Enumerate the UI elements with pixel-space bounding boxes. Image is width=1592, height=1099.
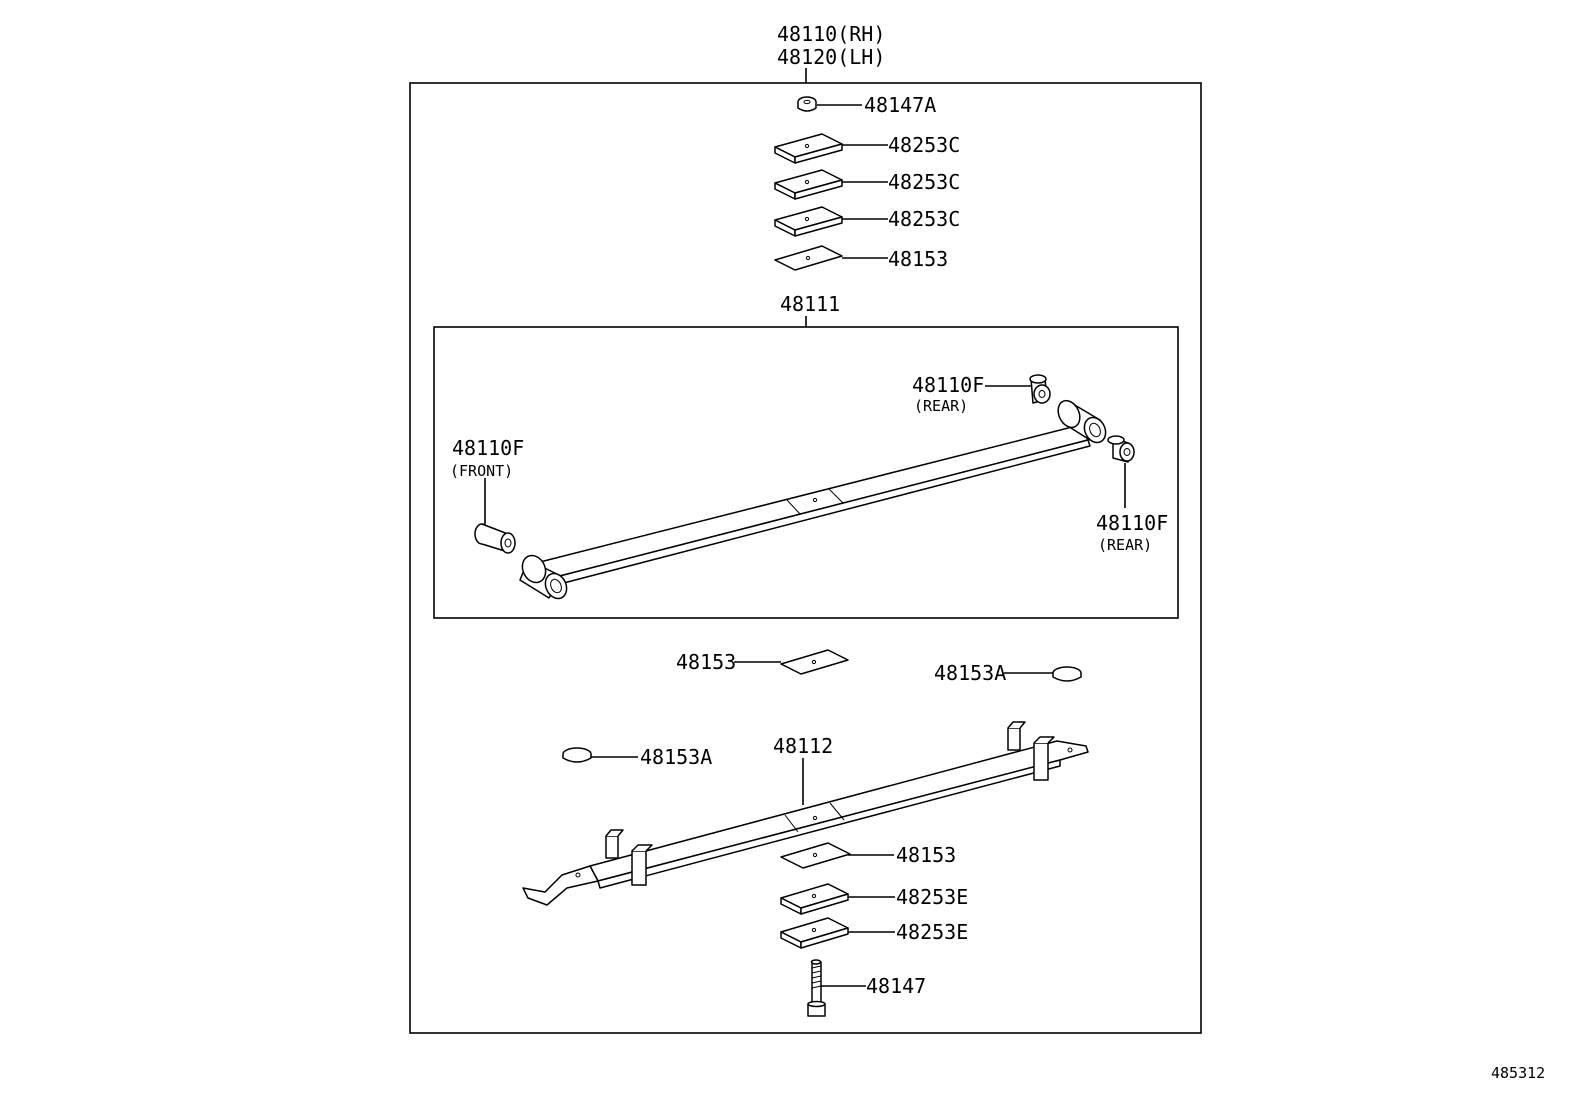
leaf-spring-2-icon bbox=[522, 721, 1089, 906]
insulator-label-middle[interactable]: 48153 bbox=[676, 650, 736, 674]
spacer-plate-icon bbox=[780, 883, 849, 915]
insulator-plate-icon bbox=[780, 842, 851, 869]
pad-right-label[interactable]: 48153A bbox=[934, 661, 1006, 685]
nut-label[interactable]: 48147A bbox=[864, 93, 936, 117]
pad-left-icon bbox=[562, 747, 592, 763]
insulator-plate-icon bbox=[780, 649, 849, 675]
insulator-label-lower[interactable]: 48153 bbox=[896, 843, 956, 867]
center-bolt-icon bbox=[807, 959, 826, 1017]
spacer-label-4[interactable]: 48253E bbox=[896, 885, 968, 909]
assembly-label-rh[interactable]: 48110(RH) bbox=[777, 22, 885, 46]
bushing-rear-top-label[interactable]: 48110F bbox=[912, 373, 984, 397]
spacer-label-1[interactable]: 48253C bbox=[888, 133, 960, 157]
nut-icon bbox=[797, 96, 817, 112]
pad-right-icon bbox=[1052, 666, 1082, 682]
bushing-front-note: (FRONT) bbox=[450, 462, 513, 480]
bushing-rear-bottom-icon bbox=[1107, 435, 1135, 463]
bushing-rear-bottom-label[interactable]: 48110F bbox=[1096, 511, 1168, 535]
leaf-spring-1-icon bbox=[519, 399, 1107, 600]
insulator-plate-icon bbox=[774, 245, 843, 271]
spacer-plate-icon bbox=[774, 169, 843, 200]
bushing-rear-top-icon bbox=[1029, 374, 1051, 404]
insulator-label-upper[interactable]: 48153 bbox=[888, 247, 948, 271]
spacer-label-2[interactable]: 48253C bbox=[888, 170, 960, 194]
spacer-plate-icon bbox=[774, 206, 843, 237]
spacer-label-3[interactable]: 48253C bbox=[888, 207, 960, 231]
spacer-plate-icon bbox=[774, 133, 843, 164]
pad-left-label[interactable]: 48153A bbox=[640, 745, 712, 769]
figure-code: 485312 bbox=[1491, 1064, 1545, 1082]
bushing-rear-top-note: (REAR) bbox=[914, 397, 968, 415]
leaf-2-label[interactable]: 48112 bbox=[773, 734, 833, 758]
spacer-label-5[interactable]: 48253E bbox=[896, 920, 968, 944]
bushing-front-label[interactable]: 48110F bbox=[452, 436, 524, 460]
bushing-front-icon bbox=[474, 523, 516, 554]
assembly-label-lh[interactable]: 48120(LH) bbox=[777, 45, 885, 69]
leaf-1-label[interactable]: 48111 bbox=[780, 292, 840, 316]
spacer-plate-icon bbox=[780, 917, 849, 949]
bushing-rear-bottom-note: (REAR) bbox=[1098, 536, 1152, 554]
center-bolt-label[interactable]: 48147 bbox=[866, 974, 926, 998]
